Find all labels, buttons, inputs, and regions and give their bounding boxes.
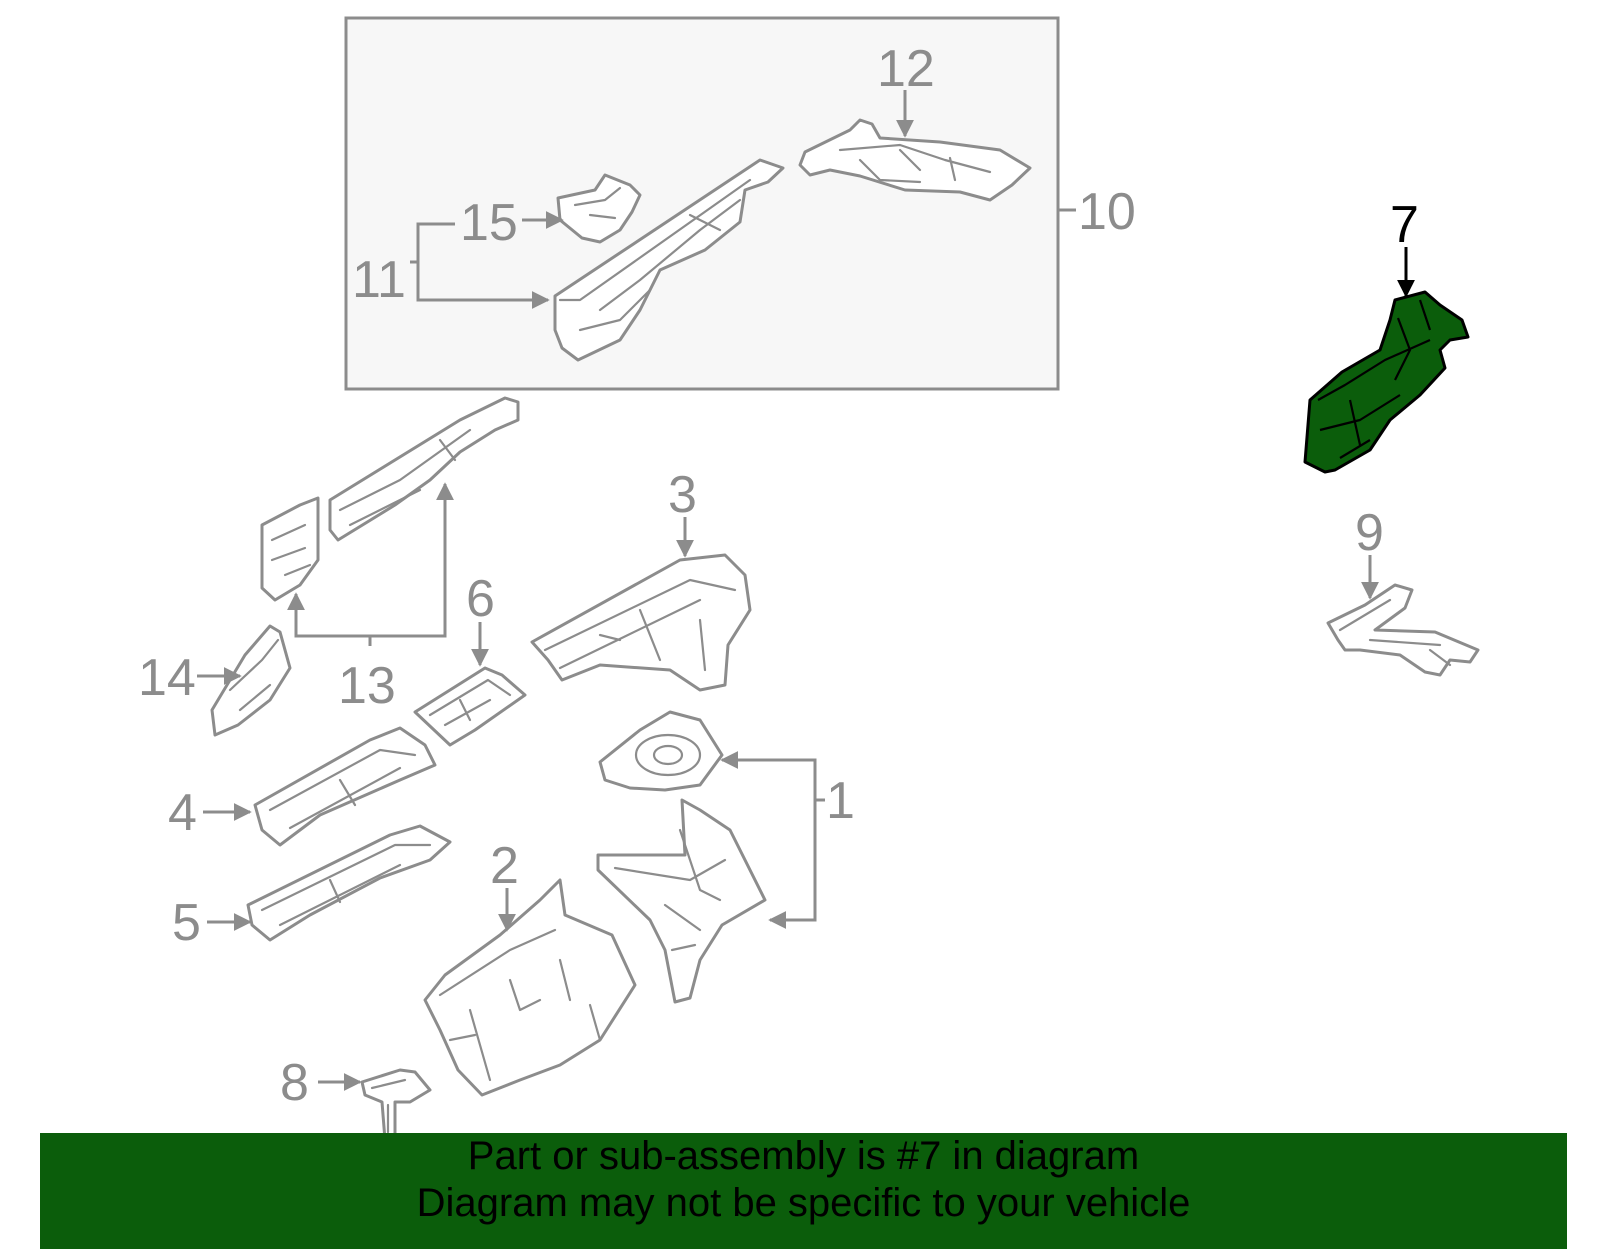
part-4[interactable]: [253, 726, 437, 847]
callout-5: 5: [172, 894, 201, 952]
part-7-shape: [1303, 290, 1470, 474]
callout-13: 13: [338, 657, 396, 715]
callout-12: 12: [877, 40, 935, 98]
callout-4: 4: [168, 784, 197, 842]
callout-10: 10: [1078, 183, 1136, 241]
callout-8: 8: [280, 1054, 309, 1112]
callout-6: 6: [466, 570, 495, 628]
part-6[interactable]: [413, 666, 527, 747]
callout-11: 11: [352, 251, 406, 309]
callout-14: 14: [138, 649, 196, 707]
part-9[interactable]: [1326, 583, 1480, 677]
part-7-details: [1317, 299, 1432, 459]
callout-9: 9: [1355, 504, 1384, 562]
part-2[interactable]: [423, 878, 637, 1097]
part-11[interactable]: [553, 158, 785, 362]
callout-15: 15: [460, 194, 518, 252]
banner-background: [40, 1133, 1567, 1249]
part-1[interactable]: [596, 710, 767, 1004]
banner-line-2: Diagram may not be specific to your vehi…: [416, 1181, 1191, 1225]
part-15[interactable]: [556, 173, 642, 244]
part-3[interactable]: [530, 553, 752, 692]
part-14[interactable]: [210, 624, 292, 737]
callout-7: 7: [1390, 196, 1419, 254]
callout-2: 2: [490, 837, 519, 895]
callout-3: 3: [668, 466, 697, 524]
callout-1: 1: [826, 772, 855, 830]
part-7-highlighted[interactable]: [1303, 290, 1470, 474]
banner-line-1: Part or sub-assembly is #7 in diagram: [467, 1134, 1140, 1178]
part-5[interactable]: [246, 824, 452, 942]
info-banner: Part or sub-assembly is #7 in diagram Di…: [40, 1133, 1567, 1249]
bracket-1: [768, 758, 817, 929]
part-13[interactable]: [260, 396, 520, 602]
part-8[interactable]: [360, 1068, 432, 1142]
part-12[interactable]: [798, 118, 1032, 202]
